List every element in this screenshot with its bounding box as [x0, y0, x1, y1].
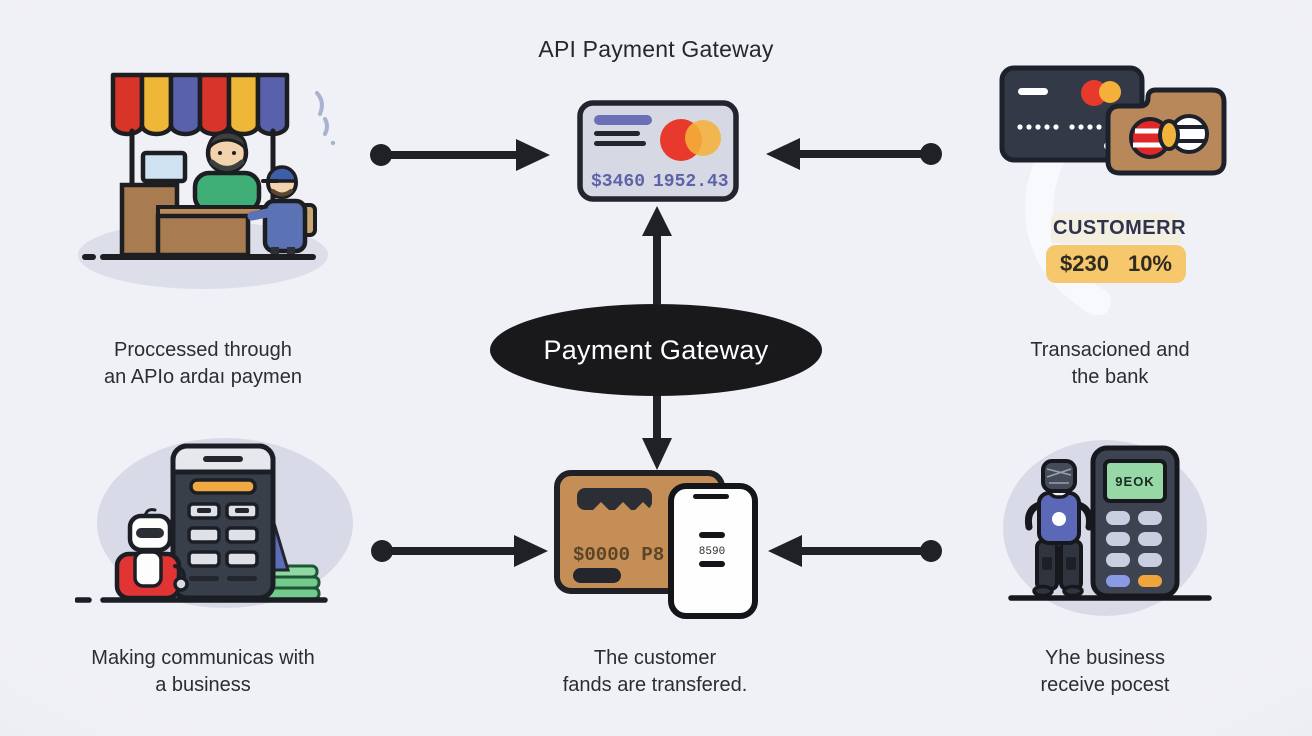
caption-bottom-right: Yhe business receive pocest — [1040, 647, 1170, 696]
customer-badge: CUSTOMERR $230 10% — [1046, 213, 1186, 283]
caption-top-left: Proccessed through an APIo ardaı paymen — [104, 339, 302, 388]
keypad-buttons — [187, 502, 259, 568]
arrow-merchant-to-card-icon — [370, 139, 550, 171]
customer-badge-title: CUSTOMERR — [1051, 213, 1186, 243]
arrow-pos-to-funds-icon — [768, 535, 942, 567]
vendor-person-icon — [192, 130, 262, 214]
caption-top-right: Transacioned and the bank — [1030, 339, 1190, 388]
register-monitor-icon — [140, 150, 188, 187]
customer-person-icon — [247, 165, 317, 256]
brown-wallet-card-icon — [1105, 87, 1227, 176]
striped-coins-icon — [1129, 114, 1209, 159]
card-chip — [577, 488, 652, 510]
arrow-gateway-up-icon — [642, 206, 672, 304]
caption-bottom-left: Making communicas with a business — [91, 647, 315, 696]
pos-blue-key — [1106, 575, 1130, 587]
market-stall-icon — [78, 72, 336, 289]
pos-terminal-scene-icon: 9EOK — [1003, 440, 1212, 616]
sparkle-marks-icon — [315, 91, 336, 146]
merchant-card-value: $0000 P8 — [573, 544, 664, 566]
striped-awning-icon — [110, 72, 290, 137]
pos-screen — [1103, 459, 1167, 503]
pos-terminal-icon: 9EOK — [1090, 445, 1180, 599]
arrow-business-to-funds-icon — [371, 535, 548, 567]
customer-percent: 10% — [1127, 251, 1172, 276]
bank-cards-icon — [999, 65, 1227, 315]
display-bar — [189, 478, 257, 495]
card-number: 1952.43 — [653, 172, 729, 192]
stall-counter-icon — [119, 182, 264, 258]
payment-gateway-node: Payment Gateway — [490, 304, 822, 396]
calculator-terminal-icon — [170, 443, 276, 601]
gateway-card-icon: $3460 1952.43 — [577, 100, 739, 202]
clerk-robot-icon — [1025, 459, 1093, 598]
card-stripe — [594, 115, 652, 125]
smartphone-icon: 8590 — [668, 483, 758, 619]
customer-amount: $230 — [1060, 251, 1109, 276]
robot-icon — [114, 508, 189, 601]
pos-display-value: 9EOK — [1115, 474, 1154, 489]
mobile-terminal-icon — [75, 438, 353, 608]
pos-orange-key — [1138, 575, 1162, 587]
caption-bottom-center: The customer fands are transfered. — [562, 647, 748, 696]
speech-swoosh — [1025, 141, 1111, 315]
payment-gateway-label: Payment Gateway — [543, 334, 769, 365]
pos-keypad — [1106, 511, 1162, 567]
card-and-phone-icon: $0000 P8 8590 — [554, 470, 758, 619]
arrow-bank-to-card-icon — [766, 138, 942, 170]
phone-screen-value: 8590 — [699, 546, 725, 558]
card-amount: $3460 — [591, 172, 645, 192]
mastercard-icon — [660, 119, 721, 161]
diagram-title: API Payment Gateway — [538, 36, 774, 62]
customer-badge-price: $230 10% — [1046, 245, 1186, 283]
